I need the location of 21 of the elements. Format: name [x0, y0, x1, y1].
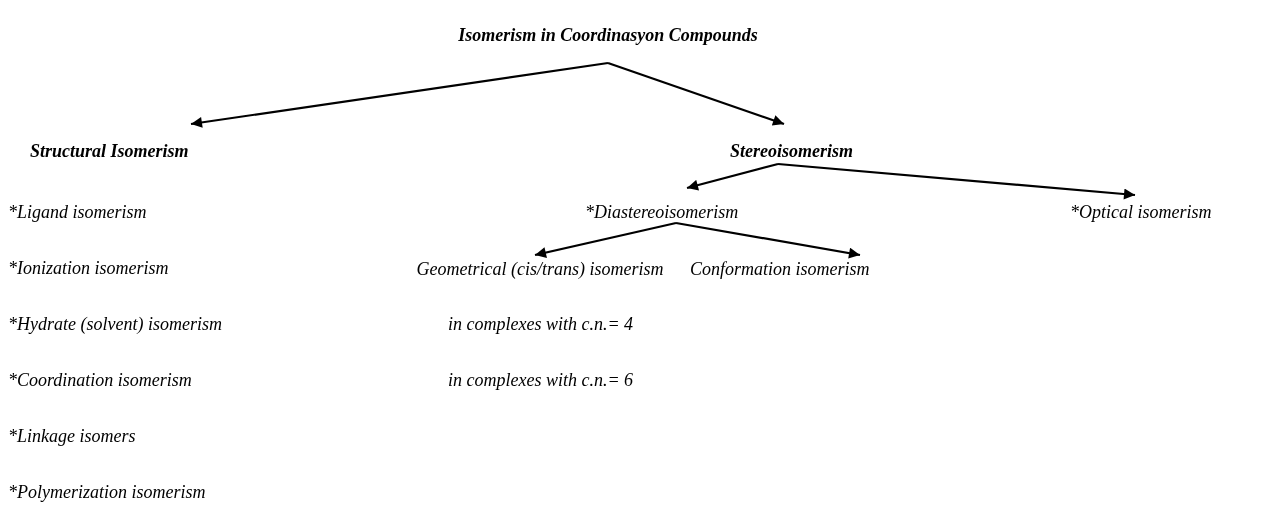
heading-text: Structural Isomerism	[30, 140, 190, 162]
category-text: *Diastereoisomerism	[585, 201, 740, 223]
heading-text: Isomerism in Coordinasyon Compounds	[457, 24, 759, 46]
arrow	[675, 221, 861, 259]
list-item-text: *Polymerization isomerism	[8, 481, 206, 503]
category-text: Geometrical (cis/trans) isomerism	[415, 258, 665, 280]
category-text: Conformation isomerism	[690, 258, 871, 280]
list-item-text: in complexes with c.n.= 4	[448, 313, 634, 335]
list-item-text: *Ionization isomerism	[8, 257, 169, 279]
category-text: *Optical isomerism	[1070, 201, 1213, 223]
list-item-text: *Ligand isomerism	[8, 201, 147, 223]
list-item-text: *Hydrate (solvent) isomerism	[8, 313, 222, 335]
arrow	[777, 162, 1136, 200]
list-item-text: *Linkage isomers	[8, 425, 136, 447]
arrow	[190, 61, 609, 128]
arrow	[534, 221, 677, 258]
list-item-text: in complexes with c.n.= 6	[448, 369, 634, 391]
arrow	[607, 61, 785, 126]
list-item-text: *Coordination isomerism	[8, 369, 192, 391]
heading-text: Stereoisomerism	[730, 140, 854, 162]
arrow	[686, 162, 779, 191]
